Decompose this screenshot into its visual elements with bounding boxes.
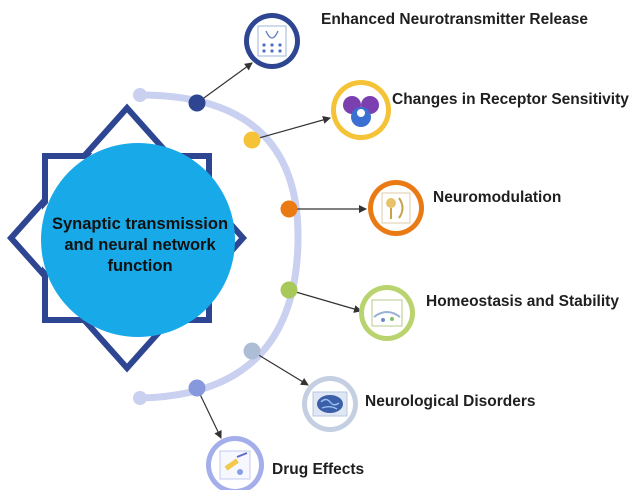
center-title-line: Synaptic transmission xyxy=(51,215,229,233)
arc-dot xyxy=(243,131,261,149)
label-changes-in-receptor-sensitivity: Changes in Receptor Sensitivity xyxy=(392,91,629,108)
connector-arrow xyxy=(288,289,362,313)
arc-dots-group xyxy=(133,88,298,405)
connector-arrow xyxy=(251,116,331,141)
arc-end-dot xyxy=(133,88,147,102)
arc-dot xyxy=(280,200,298,218)
connector-arrow xyxy=(196,387,222,439)
arc-end-dot xyxy=(133,391,147,405)
cell-membrane-icon xyxy=(359,285,415,341)
arc-dot xyxy=(188,94,206,112)
arc-dot xyxy=(243,342,261,360)
receptor-protein-icon xyxy=(331,80,391,140)
arrows-group xyxy=(196,62,367,439)
neuron-modulation-icon xyxy=(368,180,424,236)
arc-dot xyxy=(280,281,298,299)
drug-injection-icon xyxy=(206,436,264,490)
connector-arc xyxy=(136,91,302,402)
arc-dot xyxy=(188,379,206,397)
label-neurological-disorders: Neurological Disorders xyxy=(365,393,536,410)
brain-icon xyxy=(302,376,358,432)
connector-arrow xyxy=(196,62,253,104)
label-homeostasis-and-stability: Homeostasis and Stability xyxy=(426,293,619,310)
vesicle-release-icon xyxy=(244,13,300,69)
center-circle xyxy=(41,143,235,337)
center-title-line: function xyxy=(107,257,173,275)
icon-circles-group xyxy=(206,13,424,490)
connector-arrow xyxy=(251,350,309,386)
center-title-line: and neural network xyxy=(64,236,216,254)
label-neuromodulation: Neuromodulation xyxy=(433,189,562,206)
center-title: Synaptic transmission and neural network… xyxy=(40,214,240,277)
label-drug-effects: Drug Effects xyxy=(272,461,365,478)
label-enhanced-neurotransmitter-release: Enhanced Neurotransmitter Release xyxy=(321,11,589,28)
